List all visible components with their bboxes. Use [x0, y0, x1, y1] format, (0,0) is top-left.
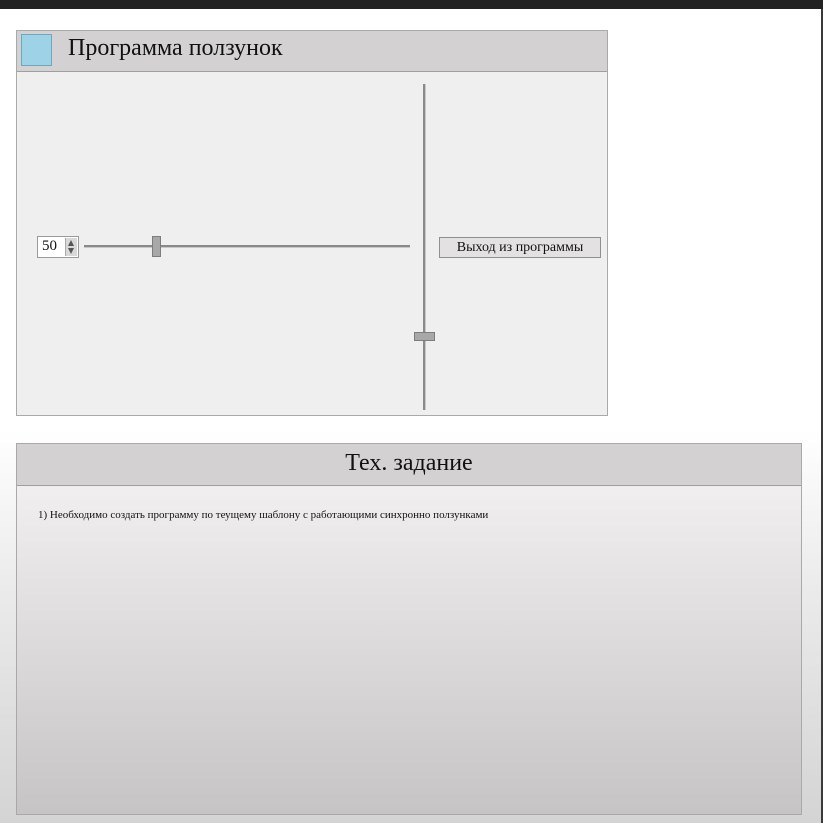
exit-button[interactable]: Выход из программы — [439, 237, 601, 258]
horizontal-slider-thumb[interactable] — [152, 236, 161, 257]
top-bar — [0, 0, 823, 9]
spec-panel: Тех. задание 1) Необходимо создать прогр… — [16, 443, 802, 815]
horizontal-slider-track[interactable] — [84, 245, 410, 248]
app-window: Программа ползунок 50 Выход из программы — [16, 30, 608, 416]
spinbox-value[interactable]: 50 — [42, 238, 57, 254]
spec-text: 1) Необходимо создать программу по теуще… — [38, 509, 489, 521]
right-edge — [821, 9, 823, 823]
vertical-slider-track[interactable] — [423, 84, 426, 410]
value-spinbox[interactable]: 50 — [37, 236, 79, 258]
spin-up-arrow-icon[interactable] — [68, 240, 74, 246]
spec-header: Тех. задание — [17, 444, 801, 486]
spec-title: Тех. задание — [345, 450, 473, 476]
window-title: Программа ползунок — [68, 35, 283, 61]
vertical-slider-thumb[interactable] — [414, 332, 435, 341]
spinbox-arrows[interactable] — [65, 238, 77, 256]
app-window-icon — [21, 34, 52, 66]
spin-down-arrow-icon[interactable] — [68, 248, 74, 254]
title-bar: Программа ползунок — [17, 31, 607, 72]
